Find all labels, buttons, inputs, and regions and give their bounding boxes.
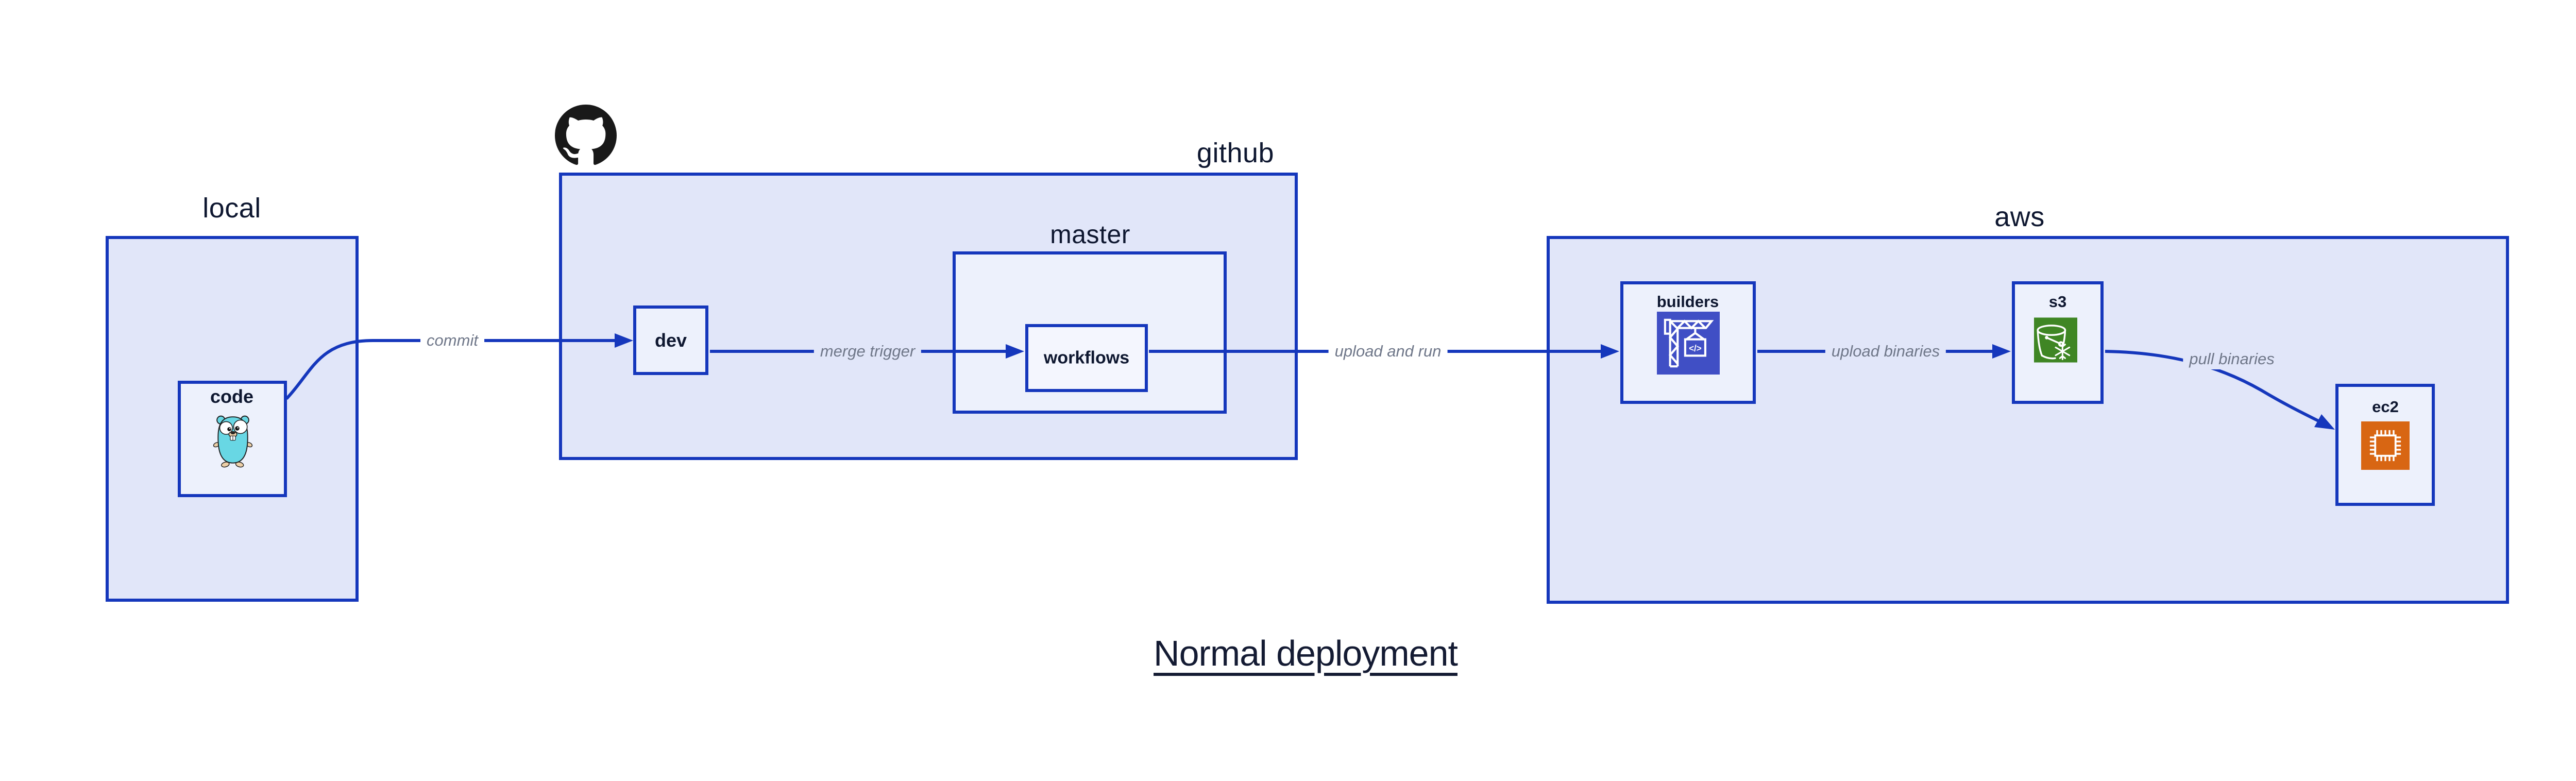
codebuild-crane-icon: </> <box>1657 312 1720 375</box>
diagram-title: Normal deployment <box>1154 633 1458 673</box>
go-gopher-icon <box>213 415 253 468</box>
commit-edge-label: commit <box>420 330 484 351</box>
workflows-node-box <box>1025 324 1148 392</box>
github-octocat-icon <box>555 105 617 165</box>
github-container-label: github <box>1196 138 1275 168</box>
builders-node-box <box>1620 281 1756 404</box>
code-node-label: code <box>210 386 254 407</box>
crane-code-glyph: </> <box>1689 344 1702 353</box>
master-branch-label: master <box>1050 220 1130 249</box>
ec2-chip-icon <box>2361 421 2410 470</box>
upload-binaries-edge-label: upload binaries <box>1825 341 1946 362</box>
aws-container-label: aws <box>1994 201 2045 232</box>
workflows-node-label: workflows <box>1043 348 1130 368</box>
merge-trigger-edge-label: merge trigger <box>814 341 922 362</box>
ec2-node-label: ec2 <box>2372 398 2399 416</box>
dev-node-label: dev <box>654 330 687 351</box>
s3-node-label: s3 <box>2048 293 2067 311</box>
pull-binaries-edge-label: pull binaries <box>2183 349 2281 369</box>
upload-and-run-edge-label: upload and run <box>1328 341 1448 362</box>
dev-node-box <box>633 305 708 375</box>
builders-node-label: builders <box>1656 293 1719 311</box>
local-container-label: local <box>202 193 261 224</box>
s3-glacier-bucket-icon <box>2034 317 2077 363</box>
